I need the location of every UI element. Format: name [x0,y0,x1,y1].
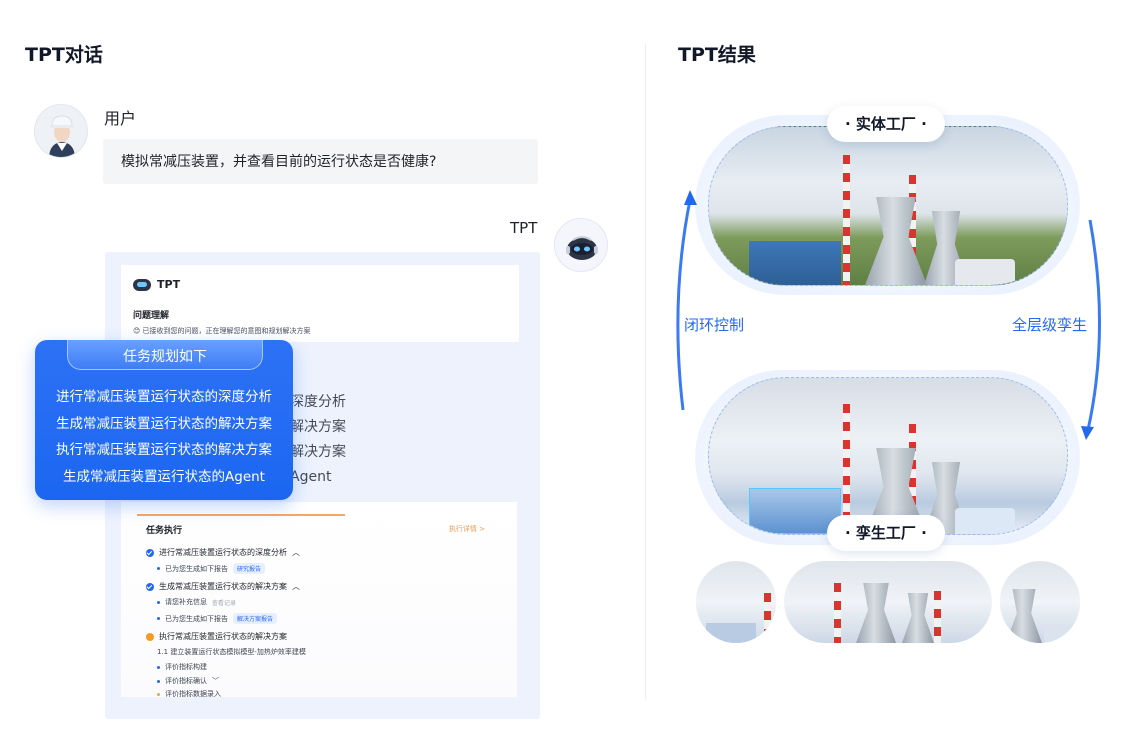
in-progress-icon [146,632,154,641]
chimney-shape [843,404,850,534]
twin-arrow [1086,219,1102,431]
real-factory-tag: · 实体工厂 · [827,106,945,142]
bullet-icon [157,665,160,669]
exec-step-3-sub-label: 1.1 建立装置运行状态模拟模型-加热炉效率建模 [157,648,306,656]
problem-understanding-card: TPT 问题理解 😊 已接收到您的问题，正在理解您的意图和规划解决方案 [121,265,519,342]
arrow-head-up-icon [684,190,697,205]
arrow-head-down-icon [1081,426,1094,440]
exec-step-2-sub1-label: 请您补充信息 [165,598,207,606]
check-circle-icon [146,548,154,557]
chevron-up-icon: ︿ [292,582,300,591]
chevron-up-icon: ︿ [292,548,300,557]
task-plan-item[interactable]: 进行常减压装置运行状态的深度分析 [56,389,272,405]
task-plan-item[interactable]: 生成常减压装置运行状态的解决方案 [56,415,272,432]
user-portrait-icon [35,105,87,157]
check-circle-icon [146,582,154,591]
exec-step-3-sub: 1.1 建立装置运行状态模拟模型-加热炉效率建模 [157,647,306,657]
bullet-icon [157,617,160,620]
background-plan-item: 解决方案 [290,419,346,435]
result-section-title: TPT结果 [678,44,756,66]
factory-thumbnail[interactable] [784,561,992,643]
tank-shape [955,508,1015,534]
exec-step-3-item-2-label: 评价指标确认 [165,677,207,685]
tank-shape [955,259,1015,285]
factory-building-shape [749,241,841,285]
exec-step-3-item-3-label: 评价指标数据录入 [165,690,221,698]
bullet-icon [157,567,160,570]
factory-building-shape [749,488,841,534]
exec-step-1-sub: 已为您生成如下报告 研究报告 [157,563,266,574]
tank-shape [1044,627,1074,643]
task-plan-item[interactable]: 生成常减压装置运行状态的Agent [63,468,265,485]
problem-description: 😊 已接收到您的问题，正在理解您的意图和规划解决方案 [133,327,311,335]
chimney-shape [843,155,850,285]
view-record-link[interactable]: 查看记录 [212,599,237,607]
cooling-tower-shape [1006,589,1042,643]
robot-mini-icon [133,278,151,291]
exec-step-1-sub-label: 已为您生成如下报告 [165,564,228,573]
user-message-bubble: 模拟常减压装置，并查看目前的运行状态是否健康? [103,139,538,184]
background-plan-item: Agent [290,469,332,485]
task-execution-card: 任务执行 执行详情 > 进行常减压装置运行状态的深度分析 ︿ 已为您生成如下报告… [121,502,517,699]
bullet-icon [157,679,160,683]
exec-step-3-item-3: 评价指标数据录入 [157,689,221,699]
background-plan-list: 深度分析 解决方案 解决方案 Agent [290,390,390,490]
user-avatar [34,104,88,158]
task-execution-title: 任务执行 [146,526,183,536]
exec-step-3-item-1-label: 评价指标构建 [165,663,207,671]
cooling-tower-shape [902,593,934,643]
chimney-shape [909,175,916,285]
exec-step-3-item-2[interactable]: 评价指标确认 ﹀ [157,676,219,686]
bullet-icon [157,692,160,696]
exec-step-2-sub2: 已为您生成如下报告 解决方案报告 [157,613,278,624]
task-plan-title: 任务规划如下 [123,349,207,365]
bullet-icon [157,600,160,604]
real-factory-image [708,126,1068,286]
exec-step-2-label: 生成常减压装置运行状态的解决方案 [159,582,287,591]
tpt-brand: TPT [133,278,180,291]
exec-step-3-label: 执行常减压装置运行状态的解决方案 [159,632,287,641]
tpt-brand-label: TPT [157,278,181,291]
chimney-shape [909,424,916,534]
exec-step-1[interactable]: 进行常减压装置运行状态的深度分析 ︿ [146,547,300,558]
section-divider [645,44,646,699]
tpt-avatar [554,218,608,272]
closed-loop-arrow [676,199,692,411]
chimney-shape [934,591,941,643]
chimney-shape [834,583,841,643]
twin-factory-tag: · 孪生工厂 · [827,515,945,551]
robot-icon [566,236,598,260]
exec-step-3-item-1: 评价指标构建 [157,662,207,672]
background-plan-item: 深度分析 [290,394,346,410]
tpt-name: TPT [510,219,538,237]
task-plan-item[interactable]: 执行常减压装置运行状态的解决方案 [56,442,272,458]
factory-building-shape [706,623,756,643]
chevron-down-icon: ﹀ [212,677,219,685]
full-twin-label: 全层级孪生 [1012,316,1088,334]
cooling-tower-shape [856,583,896,643]
exec-step-2[interactable]: 生成常减压装置运行状态的解决方案 ︿ [146,581,300,592]
background-plan-item: 解决方案 [290,444,346,460]
dialogue-section-title: TPT对话 [25,44,103,66]
exec-step-1-label: 进行常减压装置运行状态的深度分析 [159,548,287,557]
factory-thumbnail[interactable] [1000,561,1080,643]
exec-step-2-sub2-label: 已为您生成如下报告 [165,614,228,623]
exec-step-2-sub1: 请您补充信息 查看记录 [157,597,236,607]
factory-thumbnail[interactable] [696,561,776,643]
exec-step-3[interactable]: 执行常减压装置运行状态的解决方案 [146,631,287,642]
execution-progress-bar [137,514,345,516]
user-name: 用户 [104,109,137,128]
chimney-shape [764,593,771,643]
solution-report-chip[interactable]: 解决方案报告 [233,613,278,624]
report-chip[interactable]: 研究报告 [233,563,266,574]
problem-title: 问题理解 [133,311,170,321]
task-plan-tab [67,340,263,370]
closed-loop-label: 闭环控制 [684,316,745,334]
task-plan-list: 进行常减压装置运行状态的深度分析 生成常减压装置运行状态的解决方案 执行常减压装… [35,384,293,490]
execution-details-link[interactable]: 执行详情 > [448,525,485,533]
